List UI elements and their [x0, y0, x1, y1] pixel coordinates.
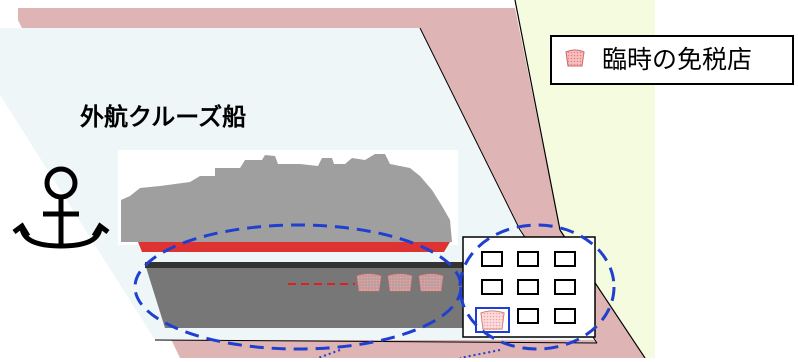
duty-free-shop-icon	[418, 273, 444, 292]
legend: 臨時の免税店	[550, 35, 794, 85]
duty-free-shop-icon	[565, 49, 585, 67]
duty-free-shop-icon	[356, 273, 382, 292]
anchor-icon	[12, 166, 110, 249]
ship-hull-dark	[145, 264, 470, 328]
terminal-highlight-ellipse	[458, 223, 616, 351]
ship-hull-red	[138, 242, 450, 252]
connector-line	[459, 349, 501, 359]
cruise-ship	[118, 150, 470, 328]
legend-label: 臨時の免税店	[602, 45, 753, 74]
duty-free-shop-icon	[480, 310, 505, 330]
land-area	[515, 0, 655, 358]
ship-highlight-ellipse	[133, 223, 463, 351]
terminal-building	[462, 236, 596, 338]
connector-line	[317, 349, 341, 359]
ship-superstructure	[121, 154, 452, 242]
duty-free-shop-icon	[387, 273, 413, 292]
ship-title: 外航クルーズ船	[80, 103, 247, 131]
